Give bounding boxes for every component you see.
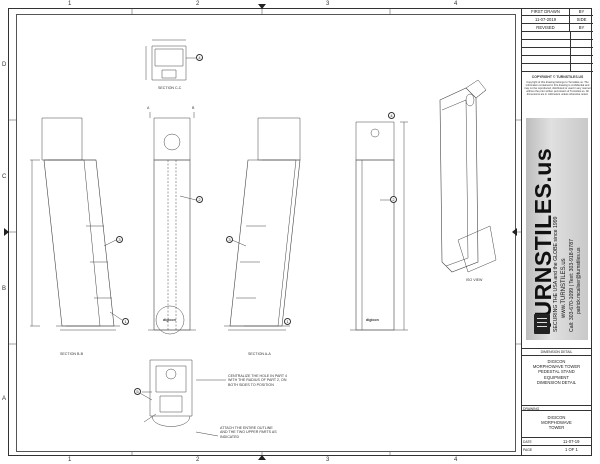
tb-drawing-name-line-2: MORPHOWAVE (541, 420, 572, 426)
tb-by-label: BY (578, 9, 585, 14)
iso-view-label: ISO VIEW (466, 278, 483, 282)
tb-description: DIGICON MORPHOWAVE TOWER PEDESTAL STAND … (521, 359, 592, 385)
zone-col-3-top: 3 (326, 1, 330, 7)
section-marker-b: B (192, 106, 195, 110)
brand-plate-elevation: digicon (366, 318, 379, 322)
tb-drawing-label: DRAWING (521, 405, 592, 411)
zone-col-2-top: 2 (196, 1, 200, 7)
section-aa-label: SECTION A-A (248, 352, 271, 356)
banner-email: patrick.mcaliser@turnstiles.us (576, 247, 582, 314)
tb-revised-row: REVISED BY (522, 24, 593, 32)
tb-revised-label: REVISED (522, 24, 570, 31)
tb-description-line-5: DIMENSION DETAIL (536, 379, 577, 385)
tb-date-row: 11-07-2019 SIDE (522, 16, 593, 24)
section-marker-a: A (147, 106, 150, 110)
tb-description-line-2: MORPHOWAVE TOWER (532, 364, 581, 370)
tb-revision-blank-4 (522, 56, 593, 64)
zone-row-a: A (2, 396, 7, 402)
tb-revision-blank-1 (522, 32, 593, 40)
tb-page-label: PAGE (523, 448, 533, 452)
banner-website: www.TURNSTILES.us (561, 258, 567, 318)
tb-description-line-3: PEDESTAL STAND (538, 369, 575, 375)
zone-row-d: D (2, 62, 7, 68)
tb-drawing-name-line-3: TOWER (548, 425, 565, 431)
zone-col-3-bottom: 3 (326, 457, 330, 463)
brand-banner: TURNSTILES.us SECURING THE USA and the G… (526, 118, 588, 340)
balloon-part-5-detail: 5 (134, 388, 141, 395)
tb-description-line-1: DIGICON (547, 359, 566, 364)
zone-row-c: C (2, 174, 7, 180)
brand-plate-front: digicon (163, 318, 176, 322)
tb-revised-by-label: BY (578, 25, 585, 30)
balloon-part-3-section-aa: 3 (226, 236, 233, 243)
note-centralize-hole: CENTRALIZE THE HOLE IN PART 4 WITH THE R… (228, 374, 288, 387)
section-bb-label: SECTION B-B (60, 352, 83, 356)
zone-col-1-top: 1 (68, 1, 72, 7)
tb-revision-blank-2 (522, 40, 593, 48)
note-attach-outline: ATTACH THE ENTIRE OUTLINE AND THE TWO UP… (220, 426, 277, 439)
tb-first-drawn-date: 11-07-2019 (522, 16, 570, 23)
tb-revision-blank-5 (522, 64, 593, 72)
tb-revision-blank-3 (522, 48, 593, 56)
title-block: FIRST DRAWN BY 11-07-2019 SIDE REVISED B… (521, 8, 593, 456)
zone-col-2-bottom: 2 (196, 457, 200, 463)
tb-description-line-4: EQUIPMENT (544, 374, 569, 380)
tb-page-cell: PAGE 1 OF 1 (521, 445, 592, 454)
balloon-part-4-section-cc: 4 (196, 54, 203, 61)
balloon-part-1-section-bb: 1 (122, 318, 129, 325)
tb-date-value: 11-07-19 (563, 439, 580, 444)
balloon-part-4-elevation: 4 (388, 112, 395, 119)
zone-col-1-bottom: 1 (68, 457, 72, 463)
tb-first-drawn-row: FIRST DRAWN BY (522, 8, 593, 16)
tb-dimension-detail-label: DIMENSION DETAIL (521, 349, 592, 356)
tb-first-drawn-label: FIRST DRAWN (522, 8, 570, 15)
tb-date-cell: DATE 11-07-19 (521, 437, 592, 446)
tb-copyright-text: Copyright of this drawing belongs to Tur… (524, 81, 591, 97)
tb-page-value: 1 OF 1 (565, 447, 578, 452)
tb-drawing-name: DIGICON MORPHOWAVE TOWER (521, 415, 592, 431)
zone-col-4-top: 4 (454, 1, 458, 7)
tb-copyright-title: COPYRIGHT © TURNSTILES.US (531, 75, 584, 79)
balloon-part-3-section-bb: 3 (116, 236, 123, 243)
tb-date-label: DATE (523, 440, 532, 444)
turnstile-logo-icon (534, 314, 550, 334)
balloon-part-2-elevation: 2 (390, 196, 397, 203)
banner-tagline: SECURING THE USA and the GLOBE since 199… (553, 216, 559, 332)
banner-phones: Call: 303-670-1099 | Text: 303-918-9787 (569, 239, 575, 332)
tb-drawing-name-line-1: DIGICON (547, 415, 566, 420)
balloon-part-2-front: 2 (196, 196, 203, 203)
tb-side-label: SIDE (576, 17, 587, 22)
tb-lower-section: DIMENSION DETAIL DIGICON MORPHOWAVE TOWE… (521, 348, 592, 457)
zone-row-b: B (2, 286, 7, 292)
section-cc-label: SECTION C-C (158, 86, 182, 90)
balloon-part-1-section-aa: 1 (284, 318, 291, 325)
zone-col-4-bottom: 4 (454, 457, 458, 463)
